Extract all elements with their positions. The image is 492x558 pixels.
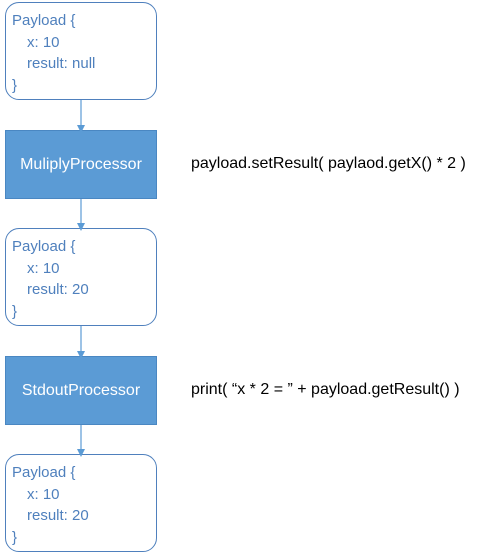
multiply-processor-box: MuliplyProcessor [5, 130, 157, 199]
payload-close: } [12, 302, 18, 320]
payload-title: Payload { [12, 238, 76, 255]
payload-result: result: 20 [27, 281, 89, 298]
payload-title: Payload { [12, 464, 76, 481]
payload-close: } [12, 76, 18, 94]
payload-x: x: 10 [27, 259, 60, 277]
payload-close: } [12, 528, 18, 546]
processor-label: StdoutProcessor [21, 381, 141, 399]
payload-x: x: 10 [27, 485, 60, 503]
payload-title: Payload { [12, 12, 76, 29]
stdout-processor-box: StdoutProcessor [5, 356, 157, 425]
payload-box-2: Payload { x: 10 result: 20 } [5, 228, 157, 326]
payload-result: result: 20 [27, 507, 89, 524]
multiply-processor-code: payload.setResult( paylaod.getX() * 2 ) [191, 155, 466, 172]
payload-x: x: 10 [27, 33, 60, 51]
payload-box-1: Payload { x: 10 result: null } [5, 2, 157, 100]
processor-label: MuliplyProcessor [20, 155, 142, 173]
stdout-processor-code: print( “x * 2 = ” + payload.getResult() … [191, 381, 460, 398]
payload-result: result: null [27, 55, 96, 72]
